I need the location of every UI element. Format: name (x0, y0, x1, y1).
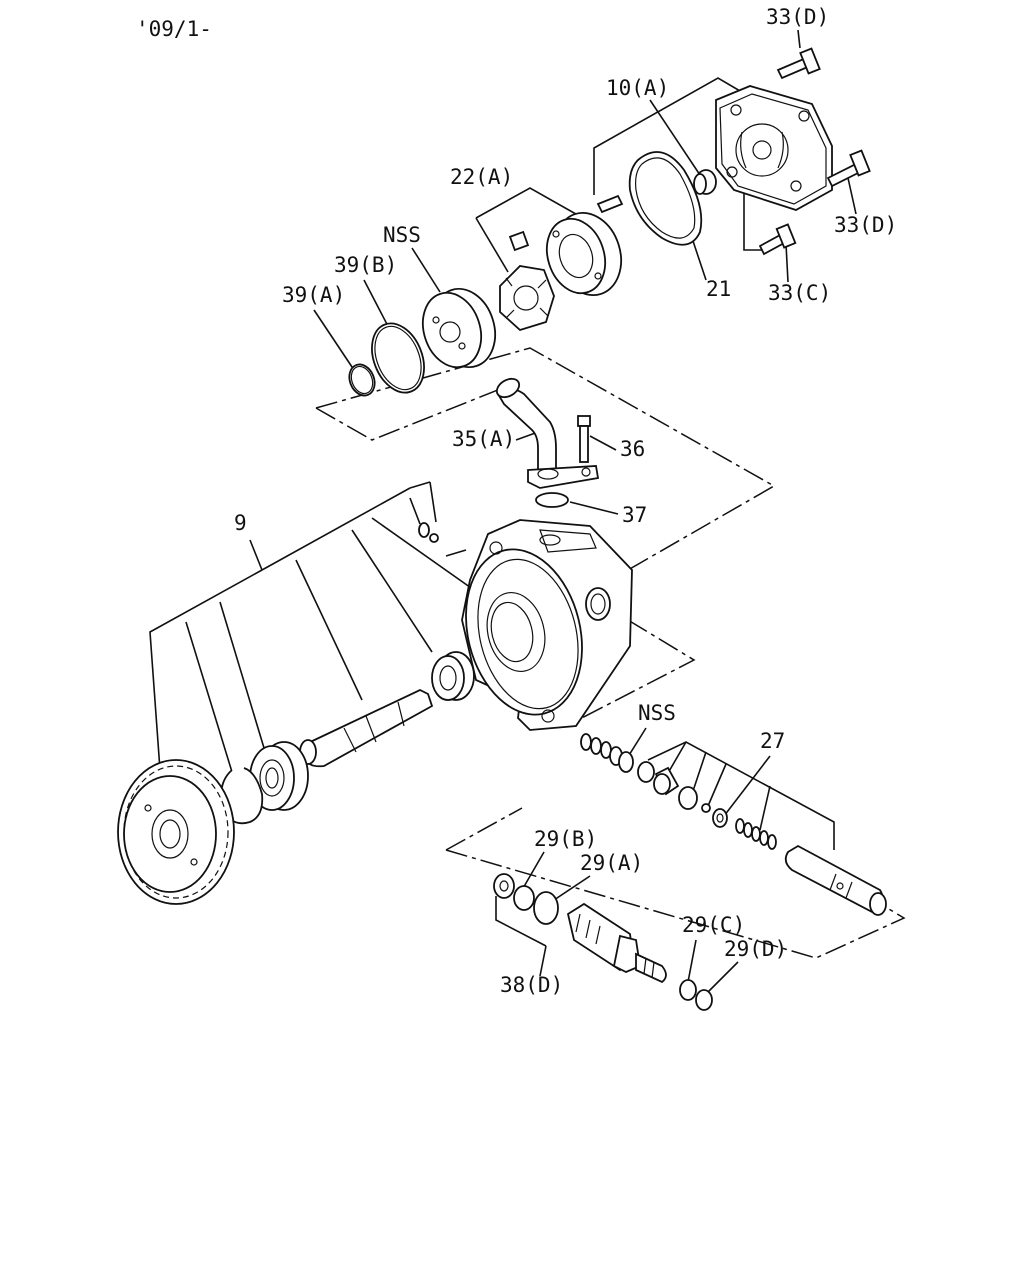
o-ring-39b (371, 322, 425, 394)
label-nss-top: NSS (383, 223, 421, 247)
pressure-plate (421, 287, 496, 369)
shaft (299, 688, 434, 768)
o-ring-29c (679, 979, 697, 1001)
plug (678, 786, 698, 810)
label-33d-right: 33(D) (834, 213, 897, 237)
cap (493, 873, 515, 899)
o-ring-29a (533, 891, 559, 925)
label-29d: 29(D) (724, 937, 787, 961)
small-seal (418, 522, 439, 543)
dowel-10a (693, 169, 717, 195)
o-ring-37 (535, 492, 569, 508)
gasket-21 (628, 151, 703, 246)
bolt-33d-right (826, 149, 871, 188)
vane-22a (508, 230, 530, 252)
suction-connector-35a (495, 377, 600, 489)
label-36: 36 (620, 437, 645, 461)
spring-27 (735, 818, 777, 850)
pump-body (461, 519, 633, 731)
label-33d-top: 33(D) (766, 5, 829, 29)
o-ring-39b-inner (374, 325, 422, 391)
label-9: 9 (234, 511, 247, 535)
pin (596, 194, 624, 214)
ball (701, 803, 711, 813)
sleeve (653, 766, 680, 796)
bolt-36 (577, 415, 591, 463)
bolt-33c (758, 223, 797, 256)
union-fitting (566, 902, 667, 984)
label-39a: 39(A) (282, 283, 345, 307)
label-29c: 29(C) (682, 913, 745, 937)
bolts (758, 47, 871, 256)
spring-nss (580, 733, 634, 773)
o-ring-39a-inner (350, 365, 374, 395)
washer (637, 761, 655, 783)
label-27: 27 (760, 729, 785, 753)
gear (117, 759, 235, 905)
label-38d: 38(D) (500, 973, 563, 997)
rotor (499, 265, 555, 332)
label-35a: 35(A) (452, 427, 515, 451)
relief-valve-parts (580, 733, 887, 916)
date-code: '09/1- (136, 17, 212, 41)
label-nss-mid: NSS (638, 701, 676, 725)
label-33c: 33(C) (768, 281, 831, 305)
label-29a: 29(A) (580, 851, 643, 875)
label-21: 21 (706, 277, 731, 301)
seat (712, 808, 728, 828)
gasket-21-inner (635, 157, 696, 239)
cover-plate (715, 85, 833, 211)
label-22a: 22(A) (450, 165, 513, 189)
connector-38d (493, 873, 713, 1011)
o-ring-29d (695, 989, 713, 1011)
o-ring-29b (513, 885, 535, 911)
label-39b: 39(B) (334, 253, 397, 277)
label-37: 37 (622, 503, 647, 527)
o-ring-39a (348, 363, 376, 397)
label-29b: 29(B) (534, 827, 597, 851)
cam-ring (545, 211, 622, 297)
bolt-33d-top (776, 47, 821, 80)
oil-seal (431, 651, 475, 701)
label-10a: 10(A) (606, 76, 669, 100)
flow-control-valve (784, 844, 887, 916)
